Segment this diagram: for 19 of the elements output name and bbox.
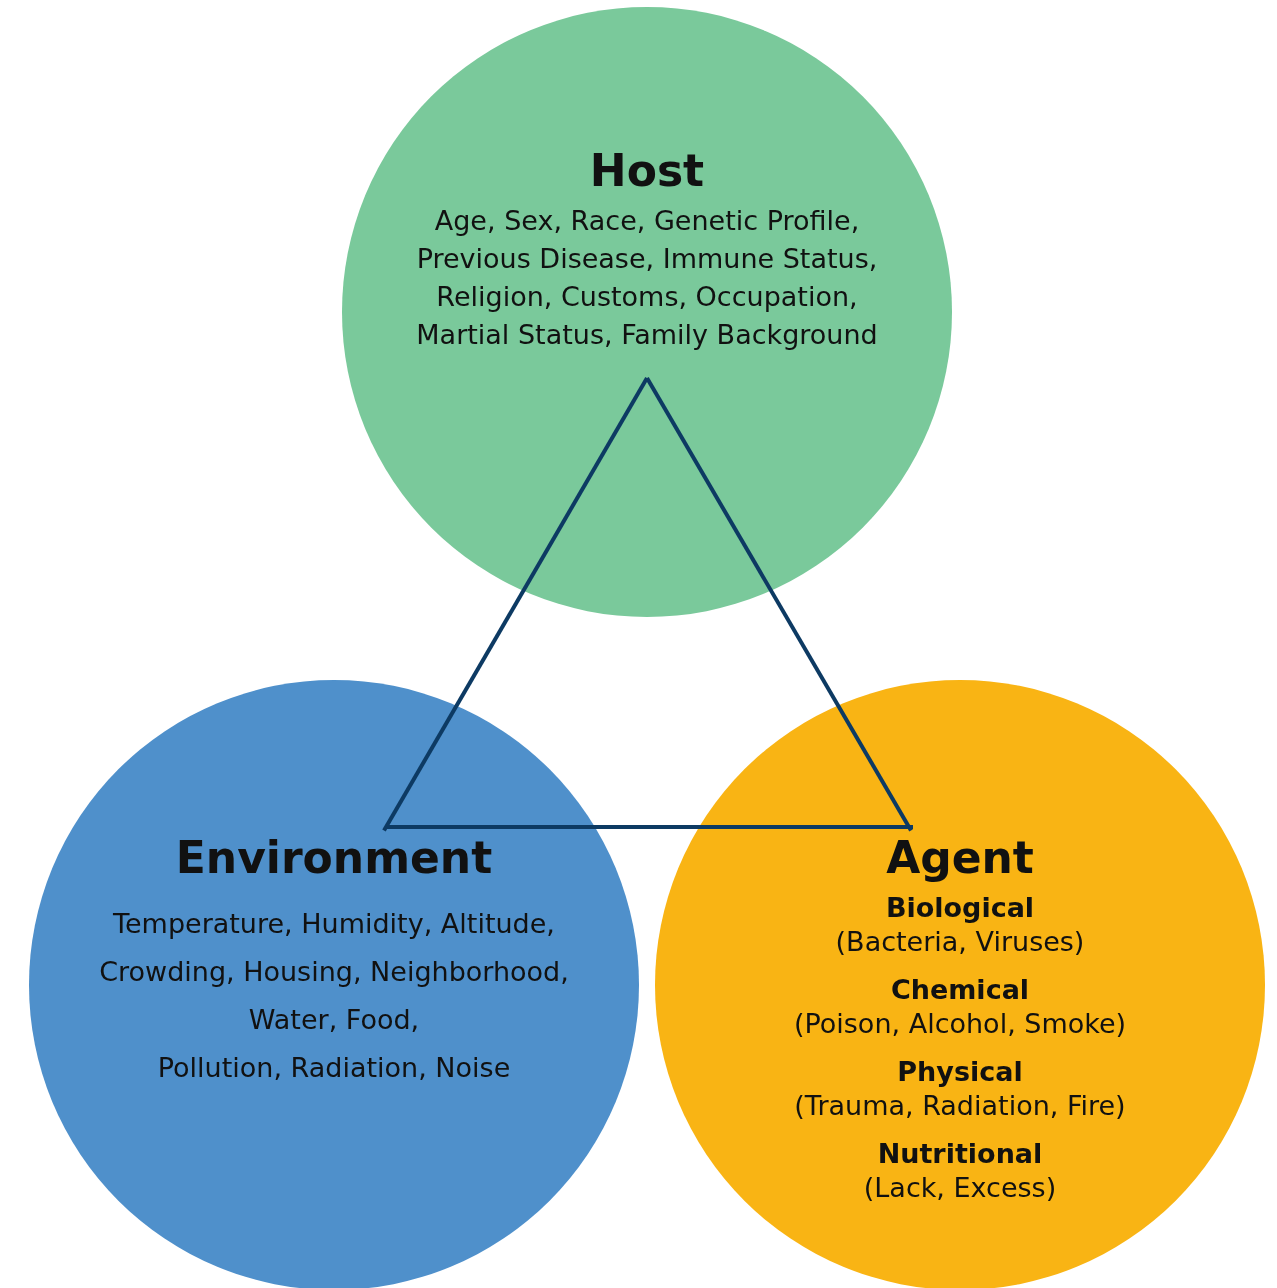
- examples-text: (Trauma, Radiation, Fire): [794, 1089, 1126, 1123]
- triangle-side: [386, 825, 913, 829]
- factor-text: Water, Food,: [248, 1003, 420, 1037]
- triangle-side: [645, 377, 913, 832]
- category-heading: Chemical: [890, 973, 1030, 1007]
- factor-text: Crowding, Housing, Neighborhood,: [99, 955, 569, 989]
- category-heading: Biological: [885, 891, 1035, 925]
- examples-text: (Poison, Alcohol, Smoke): [793, 1007, 1127, 1041]
- category-heading: Nutritional: [877, 1137, 1043, 1171]
- examples-text: (Lack, Excess): [863, 1171, 1057, 1205]
- category-heading: Physical: [897, 1055, 1023, 1089]
- factor-text: Pollution, Radiation, Noise: [157, 1051, 511, 1085]
- heading: Host: [589, 145, 705, 196]
- factor-text: Age, Sex, Race, Genetic Profile, Previous Disease, Immune Status, Religion, Customs, Occupation, Martial Status, Family Background: [415, 204, 879, 352]
- examples-text: (Bacteria, Viruses): [835, 925, 1085, 959]
- heading: Environment: [175, 832, 493, 883]
- triangle-side: [382, 377, 649, 832]
- heading: Agent: [886, 832, 1034, 883]
- factor-text: Temperature, Humidity, Altitude,: [113, 907, 555, 941]
